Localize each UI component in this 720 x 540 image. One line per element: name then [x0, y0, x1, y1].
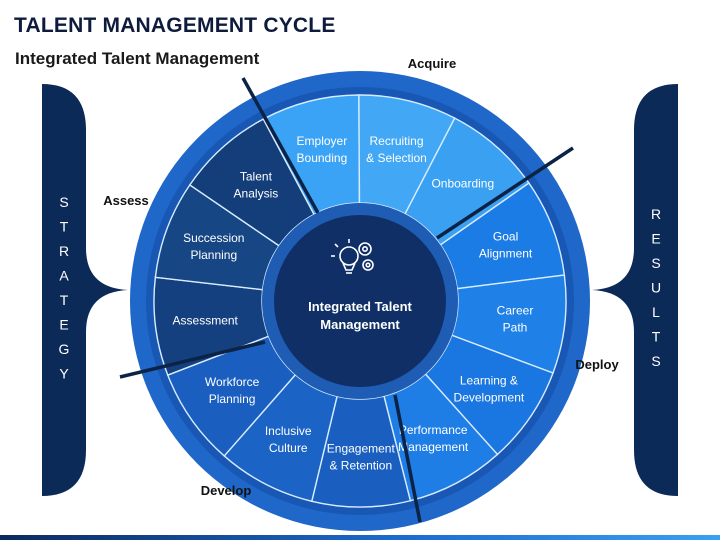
- results-letter-0: R: [651, 206, 661, 222]
- segment-label-4-line2: Path: [503, 321, 528, 335]
- segment-label-0-line2: Bounding: [297, 151, 348, 165]
- strategy-letter-6: G: [59, 341, 70, 357]
- hub-label-line1: Integrated Talent: [308, 299, 412, 314]
- segment-label-7-line1: Engagement: [327, 442, 396, 456]
- segment-label-11-line1: Succession: [183, 231, 244, 245]
- strategy-letter-2: R: [59, 243, 69, 259]
- segment-label-6-line1: Performance: [399, 423, 468, 437]
- segment-label-12-line2: Analysis: [234, 186, 279, 200]
- strategy-letter-4: T: [60, 292, 69, 308]
- results-letter-4: L: [652, 304, 660, 320]
- phase-divider-deploy-develop: [393, 394, 422, 523]
- strategy-bar: [42, 84, 128, 496]
- results-letter-2: S: [651, 255, 660, 271]
- hub-label-line2: Management: [320, 317, 400, 332]
- segment-label-1-line2: & Selection: [366, 151, 427, 165]
- results-letter-5: T: [652, 329, 661, 345]
- results-letter-1: E: [651, 231, 660, 247]
- phase-divider-acquire-deploy: [436, 146, 574, 240]
- strategy-letter-5: E: [59, 317, 68, 333]
- segment-label-6-line2: Management: [398, 440, 469, 454]
- segment-label-8-line2: Culture: [269, 441, 308, 455]
- segment-label-10-line1: Assessment: [173, 314, 239, 328]
- phase-acquire: Acquire: [408, 56, 456, 71]
- segment-label-4-line1: Career: [497, 304, 534, 318]
- segment-label-5-line2: Development: [454, 390, 525, 404]
- hub: [274, 215, 446, 387]
- results-letter-3: U: [651, 280, 661, 296]
- segment-label-8-line1: Inclusive: [265, 424, 312, 438]
- segment-label-7-line2: & Retention: [329, 459, 392, 473]
- segment-label-0-line1: Employer: [297, 134, 348, 148]
- segment-label-9-line2: Planning: [209, 392, 256, 406]
- results-bar: [592, 84, 678, 496]
- segment-label-5-line1: Learning &: [460, 373, 518, 387]
- segment-label-11-line2: Planning: [190, 248, 237, 262]
- phase-develop: Develop: [201, 483, 252, 498]
- segment-label-9-line1: Workforce: [205, 375, 260, 389]
- segment-label-12-line1: Talent: [240, 169, 273, 183]
- strategy-letter-7: Y: [59, 366, 69, 382]
- phase-divider-develop-assess: [119, 340, 266, 379]
- segment-label-3-line1: Goal: [493, 229, 518, 243]
- gears-lightbulb-icon: [331, 239, 374, 274]
- results-letter-6: S: [651, 353, 660, 369]
- segment-label-2-line1: Onboarding: [431, 177, 494, 191]
- strategy-letter-1: T: [60, 219, 69, 235]
- page-title: TALENT MANAGEMENT CYCLE: [14, 14, 336, 37]
- strategy-letter-3: A: [59, 268, 69, 284]
- phase-deploy: Deploy: [575, 357, 619, 372]
- segment-label-1-line1: Recruiting: [369, 134, 423, 148]
- strategy-letter-0: S: [59, 194, 68, 210]
- phase-divider-acquire-assess: [241, 77, 320, 214]
- page-subtitle: Integrated Talent Management: [15, 49, 260, 68]
- phase-assess: Assess: [103, 193, 149, 208]
- segment-label-3-line2: Alignment: [479, 246, 533, 260]
- bottom-accent-bar: [0, 535, 720, 540]
